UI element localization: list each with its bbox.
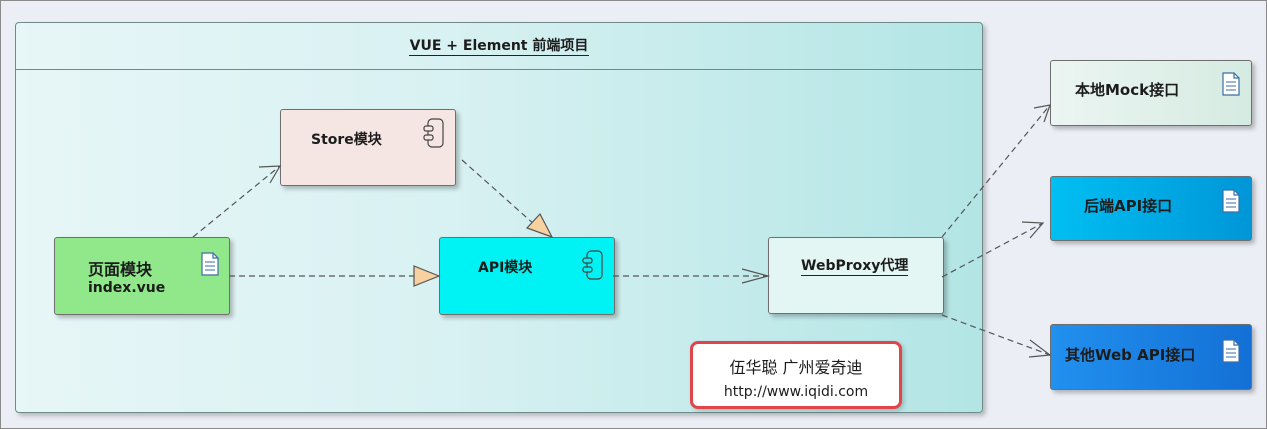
watermark-author: 伍华聪 广州爱奇迪 <box>729 358 863 377</box>
component-icon <box>582 250 603 280</box>
component-icon <box>423 118 444 148</box>
arrowhead <box>1028 339 1052 358</box>
arrowhead <box>741 268 771 284</box>
document-icon <box>1222 72 1240 96</box>
page-module-node[interactable]: 页面模块 index.vue <box>54 237 230 315</box>
local-mock-node[interactable]: 本地Mock接口 <box>1050 60 1252 126</box>
document-icon <box>201 252 219 276</box>
document-icon <box>1222 189 1240 213</box>
container-header: VUE + Element 前端项目 <box>16 23 982 70</box>
page-to-store-connector[interactable] <box>192 165 281 238</box>
realization-arrowhead <box>413 265 441 287</box>
api-module-label: API模块 <box>478 260 533 276</box>
api-module-node[interactable]: API模块 <box>439 237 615 315</box>
document-icon <box>1222 339 1240 363</box>
other-web-api-label: 其他Web API接口 <box>1065 346 1196 364</box>
store-module-node[interactable]: Store模块 <box>280 109 456 186</box>
webproxy-to-backend-api-connector[interactable] <box>941 222 1044 278</box>
realization-arrowhead <box>525 212 554 239</box>
page-module-label: 页面模块 <box>88 260 153 279</box>
watermark-url: http://www.iqidi.com <box>723 384 869 400</box>
local-mock-label: 本地Mock接口 <box>1075 81 1180 99</box>
other-web-api-node[interactable]: 其他Web API接口 <box>1050 324 1252 390</box>
arrowhead <box>1021 221 1045 239</box>
webproxy-to-other-web-api-connector[interactable] <box>941 314 1051 356</box>
arrowhead <box>1033 104 1051 123</box>
store-to-api-connector[interactable] <box>461 159 536 226</box>
webproxy-to-local-mock-connector[interactable] <box>941 104 1051 238</box>
author-watermark: 伍华聪 广州爱奇迪 http://www.iqidi.com <box>690 341 902 409</box>
page-module-sublabel: index.vue <box>88 280 166 296</box>
webproxy-node[interactable]: WebProxy代理 <box>768 237 944 314</box>
container-title: VUE + Element 前端项目 <box>408 37 590 56</box>
arrowhead <box>258 165 282 184</box>
store-module-label: Store模块 <box>311 132 382 148</box>
backend-api-node[interactable]: 后端API接口 <box>1050 176 1252 241</box>
backend-api-label: 后端API接口 <box>1084 197 1173 215</box>
webproxy-label: WebProxy代理 <box>801 258 909 276</box>
